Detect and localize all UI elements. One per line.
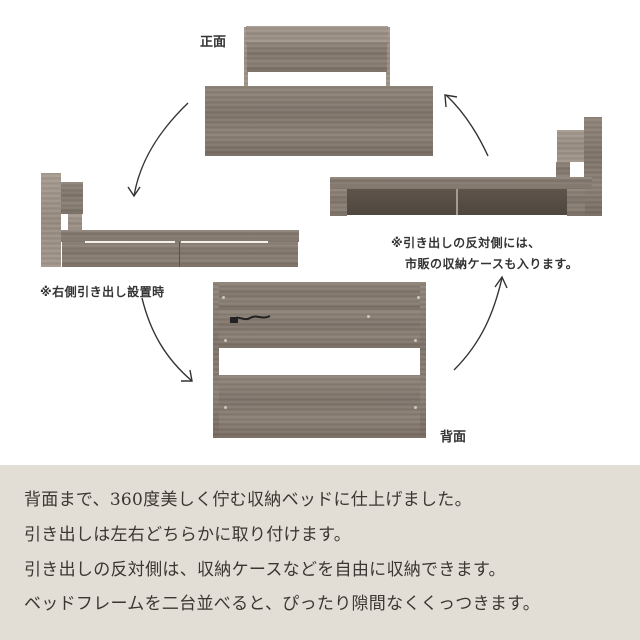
description-line-3: 引き出しの反対側は、収納ケースなどを自由に収納できます。 (24, 560, 506, 580)
screw (414, 339, 417, 342)
headboard-post-right (386, 27, 390, 87)
back-view-label: 背面 (440, 430, 467, 445)
screw (414, 406, 417, 409)
power-cord-icon (230, 315, 271, 323)
open-side-end-left (330, 189, 347, 216)
description-line-2: 引き出しは左右どちらかに取り付けます。 (24, 525, 351, 545)
side-frame-rail (61, 230, 299, 242)
drawer-right-handle (181, 241, 268, 243)
back-left-post (213, 282, 219, 438)
side-headboard-post (41, 173, 61, 267)
screw (417, 296, 420, 299)
curved-arrow-down-right-icon (141, 297, 193, 382)
right-drawer-note: ※右側引き出し設置時 (40, 285, 165, 299)
screw (222, 296, 225, 299)
curved-arrow-down-left-icon (127, 102, 189, 198)
open-side-frame-rail (330, 177, 592, 189)
open-side-headboard-post (584, 117, 602, 216)
open-side-headboard-shelf (557, 130, 584, 162)
description-line-4: ベッドフレームを二台並べると、ぴったり隙間なくくっつきます。 (24, 594, 541, 614)
back-upper-panel (213, 310, 426, 348)
drawer-left (62, 242, 180, 267)
front-view-label: 正面 (200, 35, 227, 50)
description-panel: 背面まで、360度美しく佇む収納ベッドに仕上げました。 引き出しは左右どちらかに… (0, 465, 640, 640)
drawer-left-handle (85, 241, 175, 243)
screw (224, 406, 227, 409)
opposite-side-note-line1: ※引き出しの反対側には、 (391, 236, 541, 250)
screw (367, 315, 370, 318)
back-lower-panel (213, 375, 426, 438)
curved-arrow-up-left-icon (444, 94, 489, 157)
opposite-side-note-line2: 市販の収納ケースも入ります。 (405, 257, 579, 271)
side-headboard-shelf (61, 182, 83, 214)
headboard-post-left (244, 27, 248, 87)
footboard-panel (205, 86, 433, 156)
headboard-panel (247, 42, 387, 72)
back-top-rail (213, 282, 426, 310)
drawer-right (180, 242, 298, 267)
description-line-1: 背面まで、360度美しく佇む収納ベッドに仕上げました。 (24, 490, 472, 510)
screw (224, 339, 227, 342)
open-side-end-right (567, 189, 585, 216)
open-side-divider (456, 189, 458, 215)
headboard-shelf (246, 26, 388, 43)
back-right-post (420, 282, 426, 438)
curved-arrow-up-right-icon (453, 275, 508, 371)
side-headboard-leg (68, 214, 82, 232)
